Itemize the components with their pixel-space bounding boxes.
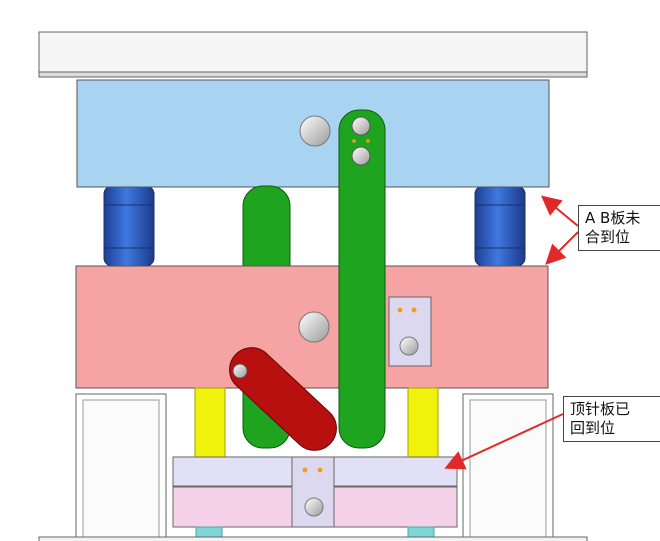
b-plate-bolt bbox=[298, 311, 330, 343]
ejector-dot bbox=[302, 467, 308, 473]
guide-pillar-left bbox=[103, 185, 155, 267]
red-link bbox=[229, 347, 337, 451]
latch-dot bbox=[397, 307, 403, 313]
ejector-cyan-pad-right bbox=[407, 526, 435, 538]
support-block-left-inner bbox=[82, 399, 160, 541]
top-clamp-plate-face bbox=[38, 71, 588, 78]
a-plate-bolt bbox=[299, 115, 331, 147]
link-dot bbox=[366, 139, 370, 143]
return-pin-right bbox=[407, 387, 439, 459]
ejector-cyan-pad-left bbox=[195, 526, 223, 538]
arrow-to-a-plate bbox=[540, 195, 579, 227]
red-link-pin bbox=[232, 363, 248, 379]
guide-pillar-right bbox=[474, 185, 526, 267]
arrow-to-ejector-plate bbox=[444, 413, 564, 470]
ejector-latch-block bbox=[291, 456, 335, 528]
return-pin-left bbox=[194, 387, 226, 459]
green-link-right bbox=[338, 109, 386, 449]
link-dot bbox=[352, 139, 356, 143]
green-link-pin-mid bbox=[351, 146, 371, 166]
arrow-to-b-plate bbox=[545, 231, 579, 265]
ejector-bolt bbox=[304, 497, 324, 517]
bottom-clamp-plate bbox=[38, 536, 588, 541]
support-block-right-inner bbox=[469, 399, 547, 541]
callout-ejector-plate: 顶针板已 回到位 bbox=[563, 396, 660, 442]
ejector-dot bbox=[317, 467, 323, 473]
latch-dot bbox=[411, 307, 417, 313]
latch-bolt bbox=[399, 336, 419, 356]
top-clamp-plate bbox=[38, 31, 588, 73]
callout-ab-plates: A B板未 合到位 bbox=[578, 205, 660, 251]
b-plate-latch-block bbox=[388, 296, 432, 367]
green-link-pin-top bbox=[351, 116, 371, 136]
